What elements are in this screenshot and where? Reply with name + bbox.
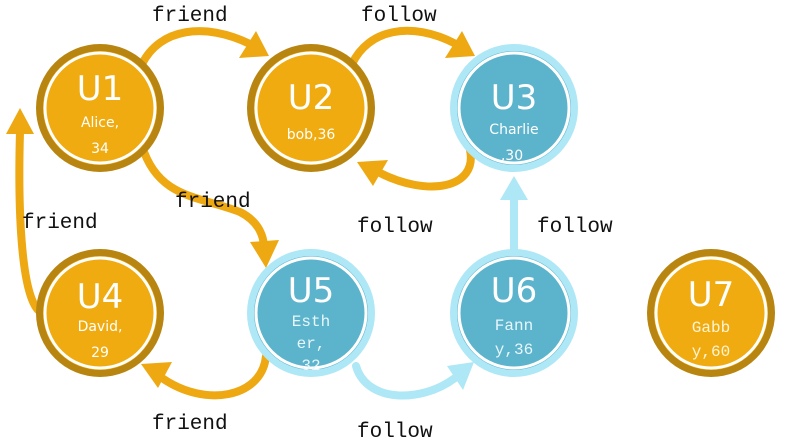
- edge-u4-u1: [6, 108, 42, 314]
- edge-label-u4-u1: friend: [22, 212, 98, 235]
- edge-u1-u5: [138, 142, 279, 268]
- node-line: y,60: [692, 343, 730, 361]
- node-id: U4: [77, 277, 124, 317]
- edge-label-u3-u2: follow: [357, 216, 433, 239]
- node-line: Charlie: [489, 122, 538, 138]
- edge-u6-u3: [500, 176, 528, 252]
- node-id: U2: [288, 78, 335, 118]
- node-u6: U6 Fann y,36: [450, 249, 578, 377]
- edge-u3-u2: [357, 146, 475, 191]
- node-u4: U4 David, 29: [36, 249, 164, 377]
- node-line: y,36: [495, 341, 533, 359]
- edge-label-u1-u5: friend: [175, 191, 251, 214]
- node-id: U6: [491, 271, 538, 311]
- edge-u5-u4: [141, 352, 270, 400]
- node-line: 34: [91, 141, 109, 157]
- edge-u1-u2: [138, 27, 269, 68]
- node-u3: U3 Charlie ,30: [450, 44, 578, 172]
- node-id: U1: [77, 69, 124, 109]
- node-line: David,: [78, 319, 123, 335]
- edges: [6, 26, 528, 400]
- edge-label-u1-u2: friend: [152, 5, 228, 28]
- node-id: U3: [491, 78, 538, 118]
- edge-label-u5-u6: follow: [357, 421, 433, 443]
- node-line: Fann: [495, 317, 533, 335]
- node-line: Gabb: [692, 319, 730, 337]
- node-line: bob,36: [287, 127, 336, 143]
- node-line: er,: [297, 335, 326, 353]
- node-u2: U2 bob,36: [247, 44, 375, 172]
- node-id: U7: [688, 275, 735, 315]
- node-u7: U7 Gabb y,60: [647, 249, 775, 377]
- node-u1: U1 Alice, 34: [36, 44, 164, 172]
- edge-label-u6-u3: follow: [537, 216, 613, 239]
- node-line: 29: [91, 345, 109, 361]
- edge-label-u5-u4: friend: [152, 413, 228, 436]
- edge-u5-u6: [352, 362, 474, 400]
- node-line: Esth: [292, 313, 330, 331]
- node-u5: U5 Esth er, 32: [247, 249, 375, 377]
- node-line: ,30: [501, 148, 523, 164]
- node-line: 32: [301, 357, 320, 375]
- node-id: U5: [288, 271, 335, 311]
- node-line: Alice,: [81, 115, 119, 131]
- edge-u2-u3: [348, 26, 475, 68]
- edge-labels: friend follow follow friend friend frien…: [22, 5, 613, 443]
- edge-label-u2-u3: follow: [361, 5, 437, 28]
